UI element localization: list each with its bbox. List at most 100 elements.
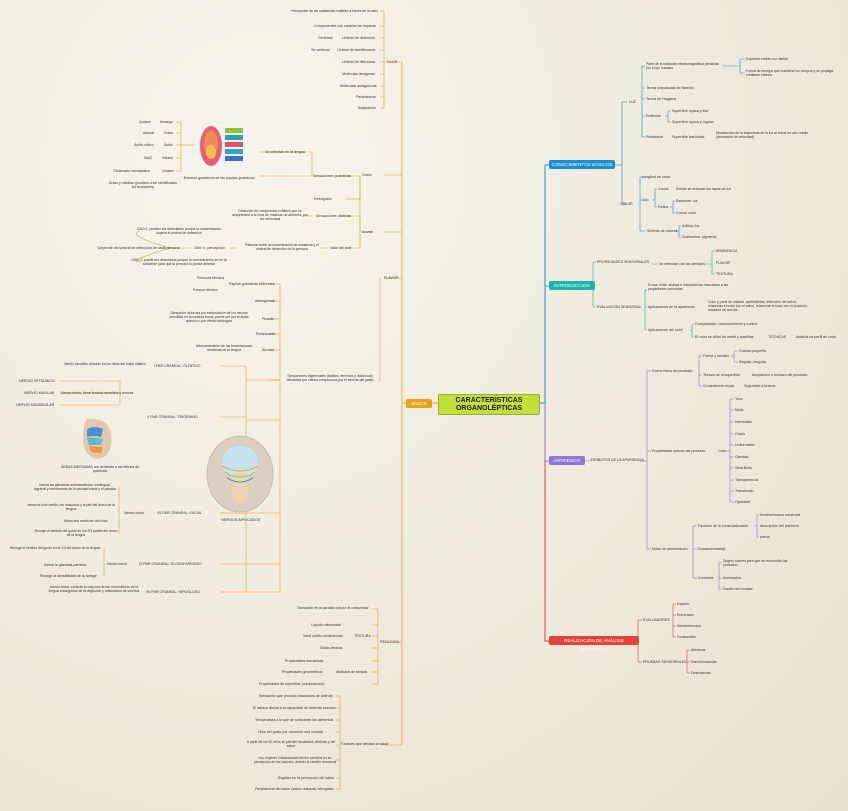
aroma-oav1[interactable]: OAV>1: pueden ser detectados porque la c…	[136, 227, 222, 236]
nervio-par1-desc[interactable]: Nervio sensitivo ubicado en los cilios d…	[64, 362, 146, 366]
gusto-pair-right[interactable]: Salado	[162, 156, 174, 160]
intro-aplicaciones[interactable]: Aplicaciones de la apariencia	[648, 305, 695, 309]
realizacion-eval[interactable]: Entrenado	[677, 613, 694, 617]
gusto-graso[interactable]: Graso y metálico (posibles a ser identif…	[108, 181, 178, 190]
olor-item[interactable]: Percepción de las sustancias volátiles a…	[291, 9, 378, 13]
intro-prop[interactable]: APARIENCIA	[716, 249, 738, 253]
apariencia-envase[interactable]: Envase/embalaje	[698, 547, 726, 551]
color-ojo[interactable]: Ojo	[643, 198, 649, 202]
nervio-par12-desc[interactable]: Nervio motor, controla la mayoría de los…	[48, 585, 140, 594]
olor-item[interactable]: Se vertiscal	[311, 48, 330, 52]
color-conos[interactable]: Conos	[658, 187, 669, 191]
color-retina[interactable]: Retina	[658, 205, 669, 209]
apariencia-sugerir[interactable]: Sugerir colores para que se reconocido l…	[723, 559, 788, 568]
aroma-olfato[interactable]: Sensaciones olfativas	[316, 214, 351, 218]
apariencia-optica-item[interactable]: Translúcido	[735, 489, 754, 493]
nervio-par7-mixto[interactable]: Nervio mixto	[124, 511, 144, 515]
nervio-par9-item[interactable]: Recoge el sentido del gusto en el 1/3 de…	[9, 546, 101, 550]
aroma-relacion[interactable]: Relación entre la concentración de susta…	[245, 243, 319, 252]
factores-item[interactable]: Hora del gusto por consumir una comida	[258, 730, 323, 734]
realizacion-eval[interactable]: Consumidor	[677, 635, 697, 639]
factores-item[interactable]: Temperatura a la que se consumen los ali…	[255, 718, 334, 722]
reologia-superficie[interactable]: Propiedades de superficie (composición)	[259, 682, 324, 686]
aroma-depende[interactable]: Depende del umbral de detección de cada …	[98, 246, 180, 250]
flavor-trigeminales[interactable]: Sensaciones trigeminales (táctiles, térm…	[286, 374, 374, 383]
topic-realizacion[interactable]: REALIZACIÓN DE ANÁLISIS SENSORIAL	[549, 636, 639, 652]
apariencia-presentacion[interactable]: Modo de presentación	[652, 547, 688, 551]
apariencia-optica-item[interactable]: Transparencia	[735, 478, 758, 482]
realizacion-evaluadores[interactable]: EVALUADORES	[643, 618, 670, 622]
flavor-item[interactable]: Astringencia	[255, 299, 275, 303]
intro-clasif[interactable]: El color es difícil de medir y clasifica…	[695, 335, 754, 339]
apariencia-forma[interactable]: Forma y tamaño	[703, 354, 730, 358]
reologia-item[interactable]: Semi sólido-consistencia	[303, 634, 343, 638]
luz-reflexion[interactable]: Reflexión	[646, 114, 661, 118]
gusto-sensaciones[interactable]: Sensaciones gustativas	[313, 174, 351, 178]
nervio-par9-item[interactable]: Inerva la glándula parótida	[44, 563, 87, 567]
topic-apariencia[interactable]: APARIENCIA	[549, 456, 585, 465]
luz-item[interactable]: Parte de la radiación electromagnética p…	[646, 62, 719, 71]
color-conos-desc[interactable]: Dónde se enfocan los rayos de luz	[676, 187, 732, 191]
apariencia-optica-item[interactable]: Grado	[735, 432, 745, 436]
intro-prop[interactable]: TEXTURA	[716, 272, 733, 276]
aroma-label[interactable]: Aroma	[362, 230, 373, 234]
factores-item[interactable]: Las mujeres embarazadas tienen cambios e…	[253, 756, 337, 765]
olor-item[interactable]: Persistencia	[356, 95, 376, 99]
nervio-par9[interactable]: IX PAR CRANEAL: GLOSOFARÍNGEO	[139, 562, 202, 566]
reologia-item[interactable]: Sensación en la cavidad oral por el cons…	[297, 606, 369, 610]
central-topic[interactable]: CARACTERÍSTICAS ORGANOLÉPTICAS	[438, 394, 540, 415]
apariencia-textura[interactable]: Textura de la superficie	[703, 373, 740, 377]
apariencia-optica-item[interactable]: Matiz	[735, 408, 744, 412]
olor-item[interactable]: Umbral de diferencia	[342, 60, 376, 64]
intro-analisis[interactable]: Análisis de perfil de color	[796, 335, 836, 339]
apariencia-optica-item[interactable]: Uniformidad	[735, 443, 755, 447]
apariencia-fisica[interactable]: Forma física del producto	[652, 369, 693, 373]
apariencia-consistencia[interactable]: Consistencia visual	[703, 384, 734, 388]
luz-item[interactable]: Teoría corpuscular de Newton	[646, 86, 694, 90]
nervio-par7-item[interactable]: Inerva el oído medio, los músculos y la …	[27, 503, 115, 512]
olor-item[interactable]: Umbral de identificación	[337, 48, 376, 52]
color-conos-color[interactable]: Conos: color	[676, 211, 697, 215]
reologia-item[interactable]: Líquido-viscosidad	[311, 623, 341, 627]
color-longitud[interactable]: Longitud de onda	[642, 175, 670, 179]
apariencia-optica-item[interactable]: Vista Brillo	[735, 466, 752, 470]
gusto-pair-left[interactable]: NaCl	[144, 156, 152, 160]
apariencia-optica-item[interactable]: Opacidad	[735, 500, 751, 504]
luz-translucida[interactable]: Superficie traslúcida	[672, 135, 705, 139]
gusto-pair-right[interactable]: Amargo	[160, 120, 173, 124]
apariencia-aceptacion[interactable]: Aceptación o rechazo del producto	[752, 373, 808, 377]
reologia-label[interactable]: REOLOGÍA	[380, 640, 399, 644]
reologia-atributos[interactable]: Atributos de textura	[336, 670, 368, 674]
color-aditiva[interactable]: Aditiva: luz	[682, 224, 700, 228]
apariencia-optica-item[interactable]: Claridad	[735, 455, 749, 459]
color-sintesis[interactable]: Síntesis de colores	[647, 229, 678, 233]
color-bastones[interactable]: Bastones: luz	[676, 199, 698, 203]
factores-item[interactable]: Persistencia del sabor (sabor residual) …	[255, 787, 334, 791]
aroma-def[interactable]: Detección de compuestos volátiles que se…	[232, 209, 308, 222]
nervio-par5-desc[interactable]: Nervio mixto, tiene función sensitiva y …	[61, 391, 134, 395]
nervio-par7-item[interactable]: Músculos motrices del oído	[64, 519, 108, 523]
luz-item[interactable]: Teoría de Huygens	[646, 97, 677, 101]
apariencia-factores[interactable]: Factores de la comercialización	[698, 524, 749, 528]
olor-item[interactable]: Genética	[318, 36, 333, 40]
factores-item[interactable]: Rapidez en la percepción del sabor	[278, 776, 335, 780]
topic-sabor[interactable]: SABOR	[406, 399, 432, 408]
gusto-pair-left[interactable]: Quiano	[139, 120, 151, 124]
luz-refraccion-desc[interactable]: Disminución de la trayectoria de la luz …	[716, 131, 809, 140]
aroma-oavmid[interactable]: OAV>1: percepción	[194, 246, 225, 250]
intro-prop[interactable]: FLAVOR	[716, 261, 731, 265]
gusto-pair-left[interactable]: Azúcar	[143, 131, 155, 135]
gusto-pair-right[interactable]: Umami	[162, 169, 174, 173]
olor-item[interactable]: Moléculas anógenas	[342, 72, 375, 76]
apariencia-diseno[interactable]: Diseño del envase	[723, 587, 753, 591]
aroma-valor[interactable]: Valor del olor	[330, 246, 351, 250]
apariencia-atributos[interactable]: ATRIBUTOS DE LA APARIENCIA	[590, 458, 644, 462]
olor-item[interactable]: Componentes con carácter de impacto	[314, 24, 376, 28]
realizacion-prueba[interactable]: Afectivas	[691, 648, 706, 652]
intro-apl-color[interactable]: Aplicaciones del color	[648, 328, 683, 332]
reologia-geometricas[interactable]: Propiedades geométricas	[282, 670, 323, 674]
reologia-textura[interactable]: TEXTURA	[354, 634, 371, 638]
intro-propiedades[interactable]: PROPIEDADES SENSORIALES	[597, 260, 650, 264]
luz-refraccion[interactable]: Refracción	[646, 135, 664, 139]
olor-item[interactable]: Umbral de detección	[342, 36, 375, 40]
